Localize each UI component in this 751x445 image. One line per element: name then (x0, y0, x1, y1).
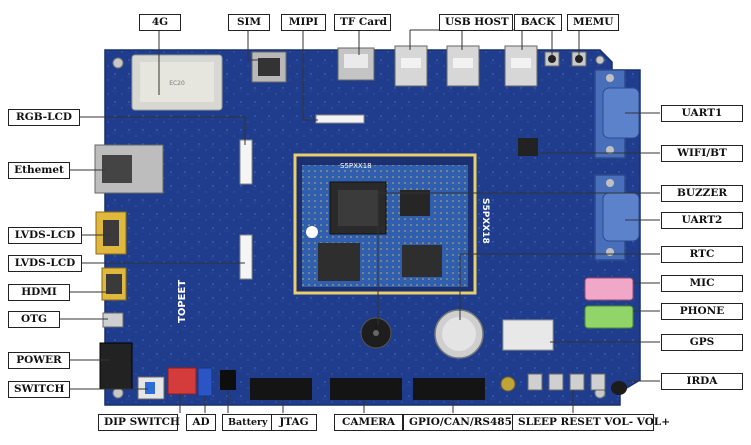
ethernet-jack (94, 144, 164, 194)
label-mic: MIC (661, 275, 743, 292)
label-uart1: UART1 (661, 105, 743, 122)
irda-receiver (611, 381, 627, 395)
svg-text:EC20: EC20 (169, 80, 185, 87)
rtc-battery-face (442, 317, 476, 351)
label-4g: 4G (139, 14, 181, 31)
power-jack (99, 342, 133, 390)
label-sim: SIM (228, 14, 270, 31)
label-dip-switch: DIP SWITCH (98, 414, 180, 431)
label-switch: SWITCH (8, 381, 70, 398)
mipi-connector (315, 114, 365, 124)
label-tf-card: TF Card (334, 14, 391, 31)
core-board (293, 153, 477, 295)
power-switch-knob (145, 382, 155, 394)
label-ethemet: Ethemet (8, 162, 70, 179)
label-rgb-lcd: RGB-LCD (8, 109, 80, 126)
label-hdmi: HDMI (8, 284, 70, 301)
label-memu: MEMU (567, 14, 619, 31)
brand-mark: TOPEET (177, 280, 188, 323)
4g-module: EC20 (131, 54, 223, 111)
label-rtc: RTC (661, 246, 743, 263)
usb-host-ports (394, 45, 538, 87)
buzzer-hole (373, 330, 379, 336)
sim-slot-opening (258, 58, 280, 76)
label-back: BACK (514, 14, 562, 31)
label-buzzer: BUZZER (661, 185, 743, 202)
label-power: POWER (8, 352, 70, 369)
lvds-lcd-connector (239, 234, 253, 280)
ad-potentiometer (197, 367, 213, 397)
label-wifi-bt: WIFI/BT (661, 145, 743, 162)
label-phone: PHONE (661, 303, 743, 320)
battery-holder (220, 370, 236, 390)
tf-card-opening (344, 54, 368, 68)
wifi-bt-chip (518, 138, 538, 156)
label-battery: Battery (222, 414, 272, 431)
label-gps: GPS (661, 334, 743, 351)
leader-lines (60, 29, 660, 413)
label-uart2: UART2 (661, 212, 743, 229)
label-camera: CAMERA (334, 414, 403, 431)
rgb-lcd-connector (239, 139, 253, 185)
label-jtag: JTAG (271, 414, 317, 431)
label-usb-host: USB HOST (439, 14, 513, 31)
phone-jack (584, 305, 634, 329)
otg-port (102, 312, 124, 328)
bottom-headers (250, 378, 485, 400)
label-mipi: MIPI (281, 14, 326, 31)
bottom-buttons (500, 373, 606, 392)
label-irda: IRDA (661, 373, 743, 390)
uart2-connector (594, 174, 640, 261)
sim-slot (251, 51, 287, 83)
label-lvds-lcd-1: LVDS-LCD (8, 227, 82, 244)
label-lvds-lcd-2: LVDS-LCD (8, 255, 82, 272)
label-sleep-reset-vol: SLEEP RESET VOL- VOL+ (512, 414, 670, 431)
lvds-connector-left-slot (103, 220, 119, 246)
hdmi-connector-slot (106, 274, 122, 294)
mic-jack (584, 277, 634, 301)
soc-marking: S5PXX18 (340, 162, 372, 170)
dip-switch-part (167, 367, 197, 395)
label-gpio-can-rs485: GPIO/CAN/RS485 (403, 414, 513, 431)
label-otg: OTG (8, 311, 60, 328)
uart1-connector (594, 69, 640, 159)
soc-marking-vertical: S5PXX18 (480, 198, 490, 244)
label-ad: AD (186, 414, 216, 431)
memu-button-cap (575, 55, 583, 63)
gps-module (502, 319, 554, 351)
back-button-cap (548, 55, 556, 63)
